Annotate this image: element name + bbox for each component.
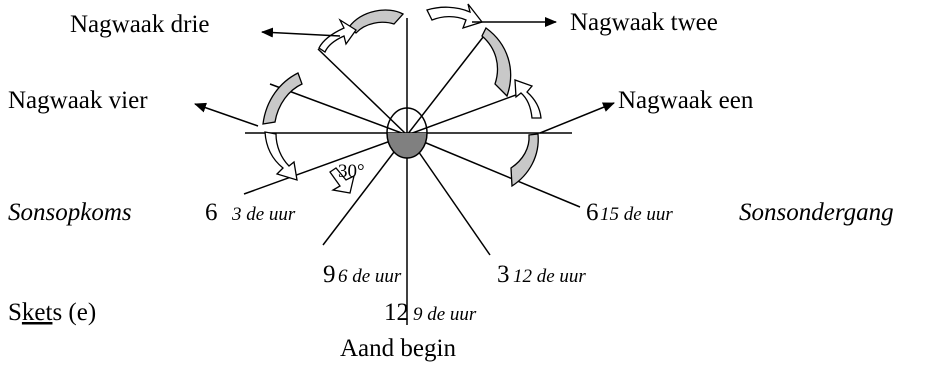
label-nagwaak-vier: Nagwaak vier (8, 87, 148, 114)
label-sonsondergang: Sonsondergang (739, 199, 894, 226)
arc-een (510, 133, 539, 188)
caption-skets: Skets (e) (8, 299, 96, 326)
hour-nine: 9 (323, 261, 336, 288)
arrow-twee (426, 3, 484, 30)
watch-arcs (262, 9, 539, 188)
arrow-een (514, 79, 542, 119)
radial-line-down-right (406, 134, 491, 256)
center-sun (386, 107, 428, 159)
radial-line-upper-left (317, 48, 408, 136)
label-aand-begin: Aand begin (340, 335, 456, 362)
radial-line-upper-right (406, 31, 488, 136)
hour-twelve: 12 (384, 299, 409, 326)
hour-left-six-note: 3 de uur (231, 204, 296, 225)
label-nagwaak-drie: Nagwaak drie (70, 11, 210, 38)
arc-twee (481, 27, 512, 98)
radial-line-right-down (406, 134, 581, 208)
label-nagwaak-twee: Nagwaak twee (570, 9, 718, 36)
arrow-vier (264, 131, 298, 181)
hour-right-six-note: 15 de uur (600, 204, 673, 225)
pointer-een (539, 102, 615, 134)
arc-vier (262, 72, 303, 125)
hour-left-six: 6 (205, 199, 218, 226)
angle-label: 30° (338, 161, 365, 182)
hour-three-note: 12 de uur (513, 266, 586, 287)
hour-right-six: 6 (586, 199, 599, 226)
hour-nine-note: 6 de uur (338, 266, 402, 287)
hour-three: 3 (497, 261, 510, 288)
pointer-vier (194, 102, 259, 127)
label-nagwaak-een: Nagwaak een (618, 87, 754, 114)
caption-prefix: S (8, 299, 22, 326)
radial-line-left-down (243, 134, 408, 195)
angle-marker (329, 167, 355, 194)
arc-drie (348, 9, 405, 34)
radial-line-down-left (322, 134, 408, 246)
label-sonsopkoms: Sonsopkoms (8, 199, 132, 226)
radial-line-left-up (269, 83, 408, 136)
caption-underlined: ket (22, 299, 53, 326)
label-pointers (194, 17, 615, 134)
hour-twelve-note: 9 de uur (413, 304, 477, 325)
caption-suffix: s (e) (52, 299, 96, 326)
pointer-drie (261, 27, 341, 38)
